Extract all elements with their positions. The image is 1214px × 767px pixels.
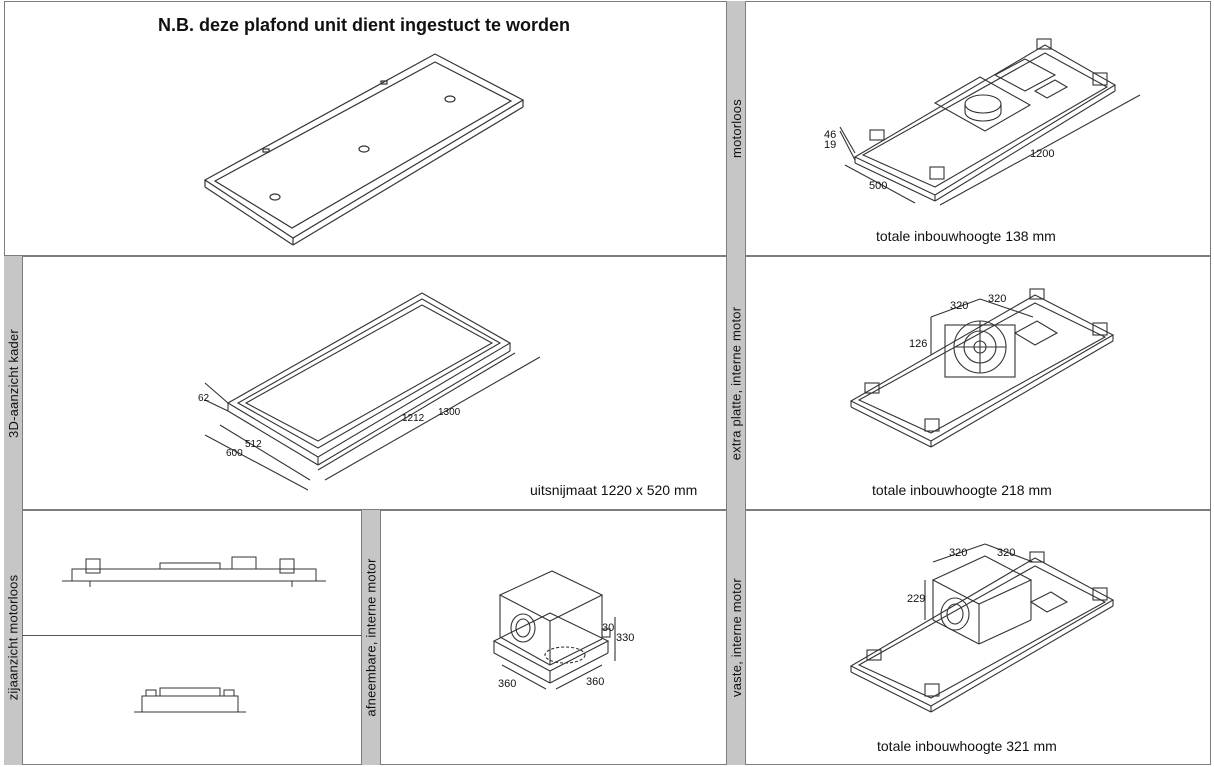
panel-motorloos [745, 1, 1211, 256]
caption-motorloos: totale inbouwhoogte 138 mm [876, 228, 1056, 244]
panel-zijaanzicht [22, 510, 362, 765]
dim-kader-1212: 1212 [402, 413, 425, 424]
panel-afneembare [380, 510, 727, 765]
side-view-long [62, 556, 326, 587]
dim-kader-512: 512 [245, 439, 262, 450]
dim-vaste-320a: 320 [949, 547, 967, 559]
side-label-zijaanzicht: zijaanzicht motorloos [5, 574, 21, 701]
panel-extra-platte [745, 256, 1211, 510]
caption-extra-platte: totale inbouwhoogte 218 mm [872, 482, 1052, 498]
dim-motorloos-46: 46 [824, 129, 836, 141]
panel-divider [22, 635, 362, 636]
extra-platte-drawing: 320 320 126 [849, 288, 1115, 448]
panel-vaste [745, 510, 1211, 765]
side-view-short [134, 687, 246, 713]
panel-overview [4, 1, 727, 256]
side-label-bar: motorloos [727, 1, 745, 256]
page-title: N.B. deze plafond unit dient ingestuct t… [158, 15, 571, 35]
dim-afneembare-30: 30 [602, 622, 614, 634]
side-label-motorloos: motorloos [728, 99, 744, 158]
side-label-kader: 3D-aanzicht kader [5, 328, 21, 438]
dim-motorloos-500: 500 [869, 180, 887, 192]
fixed-motor-drawing: 320 320 229 [849, 543, 1115, 713]
motorloos-drawing: 46 19 500 1200 [824, 38, 1141, 206]
dim-kader-600: 600 [226, 448, 243, 459]
ceiling-unit-drawing [203, 53, 525, 246]
dim-kader-62: 62 [198, 393, 210, 404]
side-label-bar: 3D-aanzicht kader [4, 256, 22, 510]
frame-kader-drawing: 62 512 600 1212 1300 [198, 292, 541, 491]
dim-extra-320a: 320 [950, 300, 968, 312]
side-label-bar: vaste, interne motor [727, 510, 745, 765]
dim-afneembare-360a: 360 [498, 678, 516, 690]
panel-kader [22, 256, 727, 510]
dim-motorloos-19: 19 [824, 139, 836, 151]
caption-kader: uitsnijmaat 1220 x 520 mm [530, 482, 698, 498]
dim-extra-126: 126 [909, 338, 927, 350]
dim-extra-320b: 320 [988, 293, 1006, 305]
side-label-extra-platte: extra platte, interne motor [728, 306, 744, 460]
side-label-afneembare: afneembare, interne motor [363, 558, 379, 717]
dim-vaste-320b: 320 [997, 547, 1015, 559]
side-label-bar: afneembare, interne motor [362, 510, 380, 765]
dim-motorloos-1200: 1200 [1030, 148, 1054, 160]
caption-vaste: totale inbouwhoogte 321 mm [877, 738, 1057, 754]
side-label-vaste: vaste, interne motor [728, 578, 744, 697]
removable-motor-box: 30 330 360 360 [492, 570, 634, 690]
side-label-bar: zijaanzicht motorloos [4, 510, 22, 765]
side-label-bar: extra platte, interne motor [727, 256, 745, 510]
dim-afneembare-360b: 360 [586, 676, 604, 688]
dim-kader-1300: 1300 [438, 407, 461, 418]
dim-afneembare-330: 330 [616, 632, 634, 644]
dim-vaste-229: 229 [907, 593, 925, 605]
